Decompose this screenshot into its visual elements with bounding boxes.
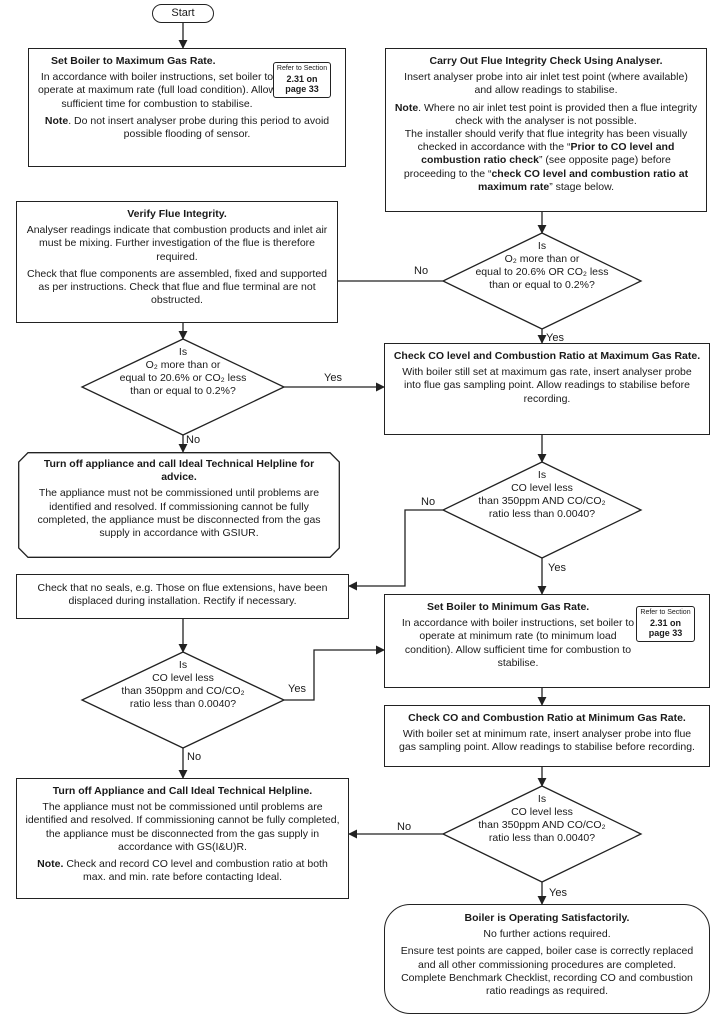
label-no: No — [187, 751, 202, 763]
decision-d1-text: Is O₂ more than or equal to 20.6% OR CO₂… — [475, 240, 609, 291]
box-text: No further actions required. — [483, 928, 611, 941]
decision-d5 — [441, 785, 643, 883]
box-check-co-max: Check CO level and Combustion Ratio at M… — [384, 343, 710, 435]
section-reference-badge: Refer to Section 2.31 on page 33 — [636, 606, 695, 642]
box-note: Note. Where no air inlet test point is p… — [394, 101, 698, 127]
label-yes: Yes — [324, 372, 342, 384]
box-title: Verify Flue Integrity. — [127, 208, 227, 220]
label-no: No — [397, 821, 412, 833]
box-title: Carry Out Flue Integrity Check Using Ana… — [429, 55, 663, 67]
decision-d4-text: Is CO level less than 350ppm and CO/CO₂ … — [121, 659, 245, 710]
box-text: The appliance must not be commissioned u… — [25, 801, 340, 853]
box-text: The appliance must not be commissioned u… — [37, 487, 321, 540]
box-note: Note. Do not insert analyser probe durin… — [44, 114, 330, 141]
decision-d2-text: Is O₂ more than or equal to 20.6% or CO₂… — [119, 346, 247, 397]
decision-d3 — [441, 461, 643, 559]
box-turn-off-helpline-advice: Turn off appliance and call Ideal Techni… — [18, 452, 340, 558]
box-title: Check CO level and Combustion Ratio at M… — [393, 350, 701, 362]
decision-d1 — [441, 232, 643, 330]
section-reference-badge: Refer to Section 2.31 on page 33 — [273, 62, 331, 98]
box-title: Check CO and Combustion Ratio at Minimum… — [408, 712, 686, 724]
box-note: Note. Check and record CO level and comb… — [37, 858, 328, 884]
start-terminal: Start — [152, 4, 214, 23]
box-text: In accordance with boiler instructions, … — [37, 71, 277, 110]
box-text: In accordance with boiler instructions, … — [401, 617, 635, 669]
box-text: Analyser readings indicate that combusti… — [26, 224, 328, 263]
arrow-d3-no — [348, 509, 443, 591]
box-title: Set Boiler to Minimum Gas Rate. — [427, 601, 590, 613]
box-turn-off-helpline: Turn off Appliance and Call Ideal Techni… — [16, 778, 349, 899]
box-verify-flue-integrity: Verify Flue Integrity. Analyser readings… — [16, 201, 338, 323]
box-title: Boiler is Operating Satisfactorily. — [464, 912, 630, 924]
box-title: Turn off appliance and call Ideal Techni… — [43, 458, 315, 484]
decision-d2 — [80, 338, 286, 436]
label-no: No — [186, 434, 201, 446]
box-operating-satisfactorily: Boiler is Operating Satisfactorily. No f… — [384, 904, 710, 1014]
box-check-co-min: Check CO and Combustion Ratio at Minimum… — [384, 705, 710, 767]
turnoff1-outline — [18, 452, 340, 558]
label-yes: Yes — [288, 683, 306, 695]
box-flue-integrity-check: Carry Out Flue Integrity Check Using Ana… — [385, 48, 707, 212]
box-text: Check that flue components are assembled… — [26, 267, 327, 307]
box-text: Ensure test points are capped, boiler ca… — [400, 945, 694, 998]
decision-d5-text: Is CO level less than 350ppm AND CO/CO₂ … — [478, 793, 606, 844]
box-title: Set Boiler to Maximum Gas Rate. — [51, 55, 216, 67]
decision-d3-text: Is CO level less than 350ppm AND CO/CO₂ … — [478, 469, 606, 520]
label-yes: Yes — [549, 887, 567, 899]
box-check-seals: Check that no seals, e.g. Those on flue … — [16, 574, 349, 619]
arrow-d4-yes — [284, 645, 385, 701]
label-no: No — [421, 496, 436, 508]
box-text: Insert analyser probe into air inlet tes… — [404, 71, 688, 97]
box-text: With boiler set at minimum rate, insert … — [399, 728, 695, 754]
box-text: The installer should verify that flue in… — [403, 128, 689, 193]
label-yes: Yes — [548, 562, 566, 574]
box-text: With boiler still set at maximum gas rat… — [402, 366, 692, 405]
label-no: No — [414, 265, 429, 277]
box-text: Check that no seals, e.g. Those on flue … — [37, 582, 328, 608]
decision-d4 — [80, 651, 286, 749]
box-title: Turn off Appliance and Call Ideal Techni… — [52, 785, 313, 797]
label-yes: Yes — [546, 332, 564, 344]
